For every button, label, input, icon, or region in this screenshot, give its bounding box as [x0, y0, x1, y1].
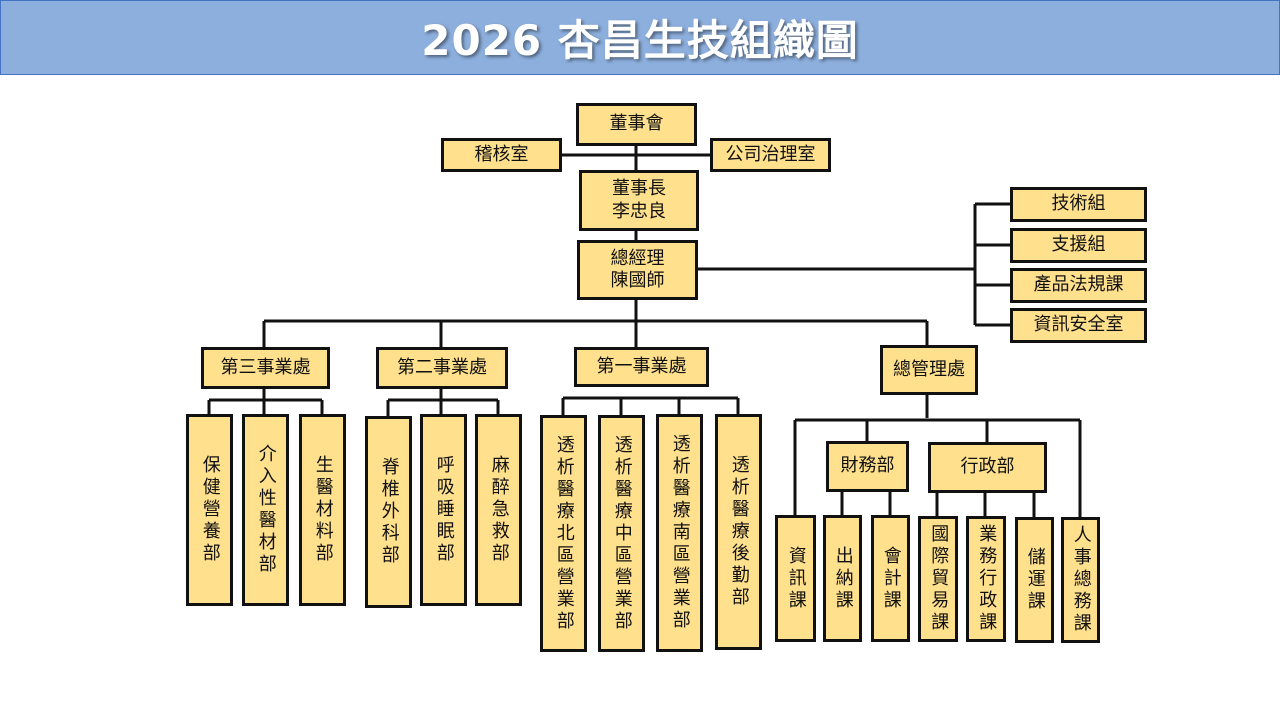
unit-box: 生醫材料部: [299, 414, 346, 606]
page-title: 2026 杏昌生技組織圖: [421, 16, 859, 65]
finance-dept-box: 財務部: [826, 441, 909, 492]
staff-box: 產品法規課: [1010, 268, 1147, 303]
governance-office-box: 公司治理室: [710, 138, 831, 172]
unit-box: 脊椎外科部: [365, 416, 412, 608]
section-box: 儲運課: [1015, 517, 1054, 643]
staff-box: 資訊安全室: [1010, 308, 1147, 343]
staff-box: 技術組: [1010, 187, 1147, 222]
division-box: 第二事業處: [376, 347, 508, 389]
unit-box: 透析醫療中區營業部: [598, 415, 645, 652]
unit-box: 麻醉急救部: [475, 414, 522, 606]
division-box: 第三事業處: [201, 347, 330, 389]
section-box: 人事總務課: [1061, 517, 1100, 643]
section-box: 業務行政課: [966, 516, 1006, 642]
unit-box: 呼吸睡眠部: [420, 414, 467, 606]
section-box: 國際貿易課: [918, 516, 958, 642]
unit-box: 保健營養部: [186, 414, 233, 606]
section-box: 會計課: [871, 515, 910, 642]
unit-box: 透析醫療北區營業部: [540, 415, 587, 652]
section-box: 資訊課: [775, 515, 816, 642]
admin-dept-box: 行政部: [928, 442, 1047, 493]
staff-box: 支援組: [1010, 228, 1147, 263]
board-box: 董事會: [576, 103, 697, 146]
division-box: 總管理處: [880, 345, 978, 395]
unit-box: 透析醫療南區營業部: [656, 414, 703, 652]
section-box: 出納課: [823, 515, 862, 642]
division-box: 第一事業處: [574, 347, 709, 387]
chairman-box: 董事長 李忠良: [579, 170, 699, 231]
general-manager-box: 總經理 陳國師: [577, 240, 698, 300]
unit-box: 介入性醫材部: [242, 414, 289, 606]
title-bar: 2026 杏昌生技組織圖: [0, 0, 1280, 75]
audit-office-box: 稽核室: [441, 138, 562, 172]
unit-box: 透析醫療後勤部: [715, 414, 762, 650]
